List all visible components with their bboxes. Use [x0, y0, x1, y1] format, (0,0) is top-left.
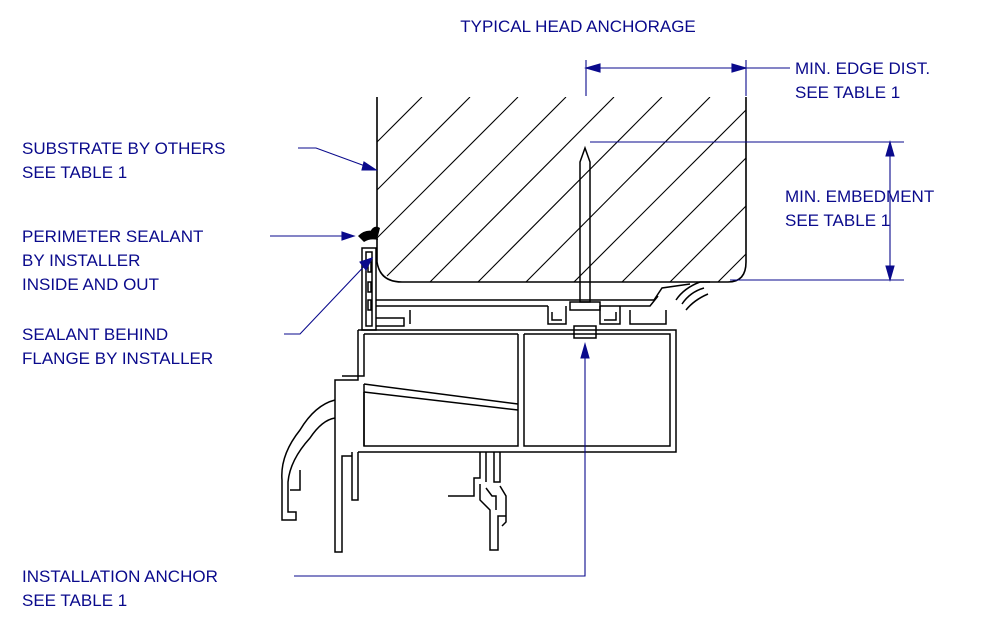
detail-title: TYPICAL HEAD ANCHORAGE — [460, 17, 696, 36]
embedment-label-2: SEE TABLE 1 — [785, 211, 890, 230]
anchor-label-1: INSTALLATION ANCHOR — [22, 567, 218, 586]
perimeter-sealant-label-3: INSIDE AND OUT — [22, 275, 159, 294]
edge-dist-label-2: SEE TABLE 1 — [795, 83, 900, 102]
edge-dist-label-1: MIN. EDGE DIST. — [795, 59, 930, 78]
anchor-label-2: SEE TABLE 1 — [22, 591, 127, 610]
substrate-block — [376, 97, 747, 283]
substrate-label-1: SUBSTRATE BY OTHERS — [22, 139, 225, 158]
frame-extrusion — [281, 247, 710, 553]
embedment-label-1: MIN. EMBEDMENT — [785, 187, 934, 206]
substrate-label-2: SEE TABLE 1 — [22, 163, 127, 182]
perimeter-sealant-label-2: BY INSTALLER — [22, 251, 140, 270]
annotation-lines — [270, 60, 904, 577]
perimeter-sealant-label-1: PERIMETER SEALANT — [22, 227, 203, 246]
sealant-behind-label-1: SEALANT BEHIND — [22, 325, 168, 344]
sealant-beads — [358, 226, 380, 242]
sealant-behind-label-2: FLANGE BY INSTALLER — [22, 349, 213, 368]
installation-anchor — [569, 145, 601, 339]
